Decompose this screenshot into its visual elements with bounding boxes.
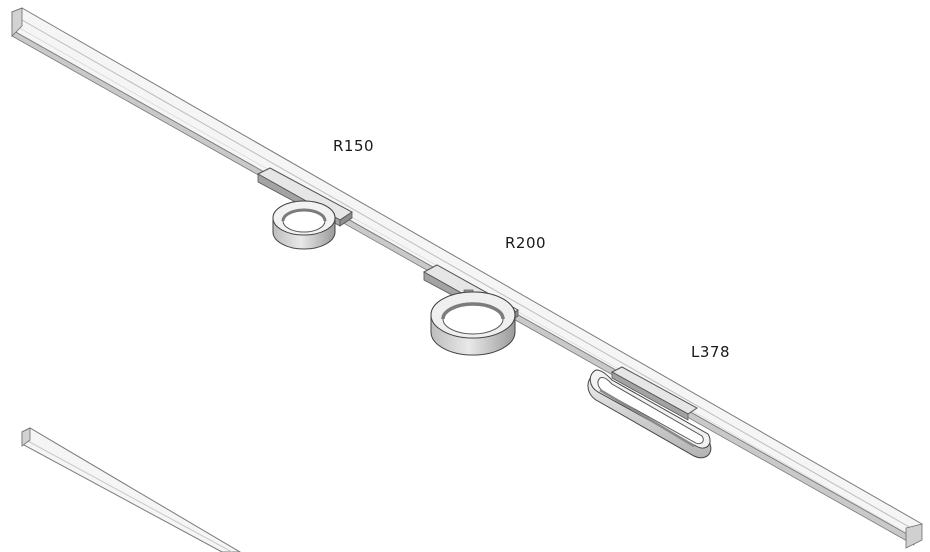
label-r150: R150 xyxy=(333,137,374,155)
main-track-rail xyxy=(11,7,923,549)
l378-fixture xyxy=(587,366,712,459)
label-r200: R200 xyxy=(505,234,546,252)
label-l378: L378 xyxy=(691,343,730,361)
r150-fixture xyxy=(256,167,353,250)
secondary-track-rail xyxy=(21,427,241,552)
r200-fixture xyxy=(422,264,519,356)
